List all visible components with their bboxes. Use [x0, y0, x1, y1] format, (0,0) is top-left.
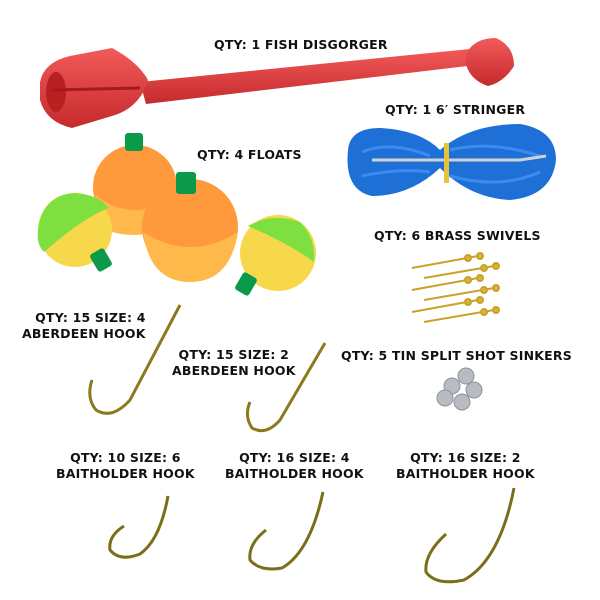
swivels-label: QTY: 6 BRASS SWIVELS [374, 228, 541, 243]
stringer-label: QTY: 1 6′ STRINGER [385, 102, 526, 117]
disgorger-label: QTY: 1 FISH DISGORGER [214, 37, 388, 52]
sinkers-label: QTY: 5 TIN SPLIT SHOT SINKERS [341, 348, 572, 363]
floats-label: QTY: 4 FLOATS [197, 147, 302, 162]
